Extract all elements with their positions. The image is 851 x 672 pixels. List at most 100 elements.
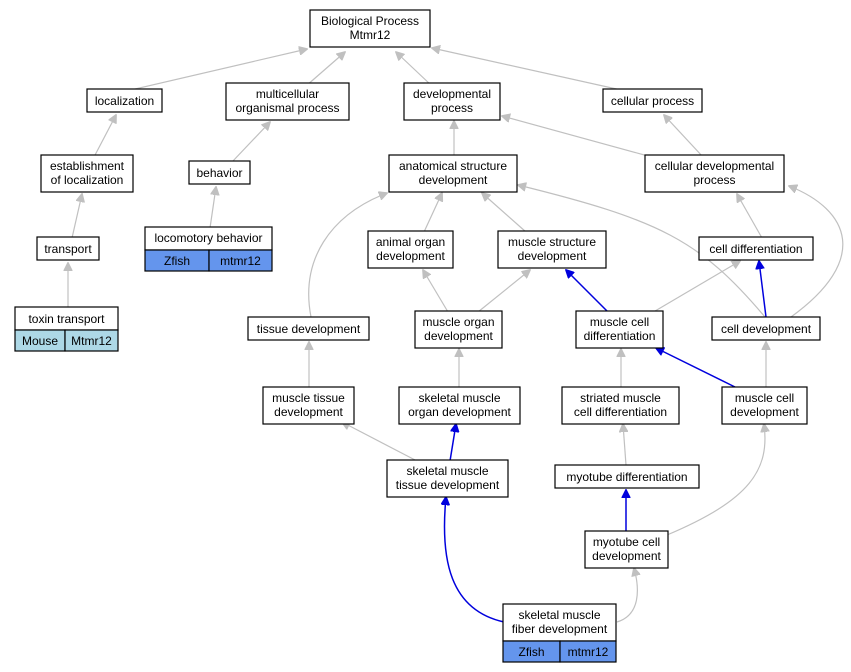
node-cellular-developmental-process[interactable]: cellular developmental process — [644, 154, 785, 193]
node-label-line: skeletal muscle — [518, 608, 600, 622]
node-label-line: localization — [95, 94, 154, 108]
edge-animal-organ-to-anatomical — [423, 193, 442, 233]
edge-locomotory-to-behavior — [209, 187, 216, 229]
edge-myotube-cell-dev-to-muscle-cell-dev — [666, 424, 765, 536]
edge-behavior-to-multicellular — [231, 122, 270, 163]
species-cell: Zfish — [164, 254, 190, 268]
edge-muscle-organ-to-animal-organ — [423, 270, 449, 313]
edge-skeletal-fiber-to-skeletal-tissue — [444, 497, 505, 623]
node-anatomical-structure-development[interactable]: anatomical structure development — [388, 154, 518, 193]
edge-localization-to-bp-root — [121, 49, 307, 93]
node-label-line: striated muscle — [580, 391, 661, 405]
node-label-line: process — [693, 173, 735, 187]
node-developmental-process[interactable]: developmental process — [403, 82, 501, 121]
node-cell-differentiation[interactable]: cell differentiation — [698, 236, 814, 261]
edge-muscle-structure-to-anatomical — [482, 193, 527, 233]
node-label-line: developmental — [413, 87, 491, 101]
node-label-line: cellular process — [611, 94, 694, 108]
node-myotube-cell-development[interactable]: myotube cell development — [584, 530, 669, 569]
node-label-line: cell differentiation — [574, 405, 667, 419]
node-label-line: muscle structure — [508, 235, 596, 249]
node-label-line: skeletal muscle — [418, 391, 500, 405]
node-animal-organ-development[interactable]: animal organ development — [367, 230, 454, 269]
node-label-line: development — [730, 405, 799, 419]
edge-muscle-cell-diff-to-cell-diff — [649, 261, 740, 315]
node-label-line: tissue development — [396, 478, 500, 492]
edge-cellular-dev-to-cellular-process — [664, 115, 704, 158]
node-label-line: cell differentiation — [709, 242, 802, 256]
edge-cell-dev-to-cellular-dev — [789, 186, 844, 318]
node-cell-development[interactable]: cell development — [711, 316, 821, 341]
edge-cell-dev-to-anatomical — [518, 185, 766, 318]
species-cell: Mouse — [22, 334, 58, 348]
node-skeletal-muscle-tissue-development[interactable]: skeletal muscle tissue development — [386, 459, 509, 498]
edge-cellular-process-to-bp-root — [432, 48, 631, 93]
node-cellular-process[interactable]: cellular process — [602, 88, 703, 113]
node-label-line: cellular developmental — [655, 159, 774, 173]
node-label-line: muscle cell — [735, 391, 794, 405]
annotation-row: Mouse Mtmr12 — [14, 329, 119, 352]
gene-cell: Mtmr12 — [71, 334, 112, 348]
edge-skeletal-fiber-to-myotube-cell-dev — [616, 568, 637, 623]
node-muscle-cell-development[interactable]: muscle cell development — [721, 386, 808, 425]
node-label-line: muscle tissue — [272, 391, 345, 405]
node-label-line: cell development — [721, 322, 812, 336]
node-biological-process-root[interactable]: Biological Process Mtmr12 — [309, 9, 431, 48]
node-skeletal-muscle-organ-development[interactable]: skeletal muscle organ development — [398, 386, 521, 425]
node-tissue-development[interactable]: tissue development — [247, 316, 370, 341]
edge-transport-to-establishment — [71, 194, 82, 239]
node-label-line: multicellular — [256, 87, 319, 101]
gene-cell: mtmr12 — [220, 254, 261, 268]
edge-multicellular-to-bp-root — [305, 52, 345, 87]
edge-muscle-organ-to-muscle-structure — [477, 270, 530, 313]
node-skeletal-muscle-fiber-development[interactable]: skeletal muscle fiber development Zfish … — [502, 603, 617, 663]
edge-myotube-diff-to-striated — [623, 424, 626, 466]
node-label-line: establishment — [50, 159, 125, 173]
node-label-line: locomotory behavior — [154, 231, 262, 245]
node-localization[interactable]: localization — [86, 88, 163, 113]
node-label-line: development — [424, 329, 493, 343]
node-label-line: Mtmr12 — [350, 28, 391, 42]
edge-cell-diff-to-cellular-dev — [737, 194, 763, 239]
gene-cell: mtmr12 — [568, 645, 609, 659]
node-label-line: development — [274, 405, 343, 419]
edge-establishment-to-localization — [93, 115, 116, 158]
edge-muscle-cell-diff-to-muscle-structure — [566, 270, 609, 313]
node-label-line: of localization — [51, 173, 124, 187]
edge-cell-dev-to-cell-diff — [759, 261, 767, 318]
node-label-line: animal organ — [376, 235, 445, 249]
node-label-line: development — [419, 173, 488, 187]
node-label-line: organ development — [408, 405, 511, 419]
node-behavior[interactable]: behavior — [188, 160, 251, 185]
node-muscle-cell-differentiation[interactable]: muscle cell differentiation — [575, 310, 664, 349]
node-striated-muscle-cell-differentiation[interactable]: striated muscle cell differentiation — [561, 386, 680, 425]
node-muscle-tissue-development[interactable]: muscle tissue development — [262, 386, 355, 425]
node-myotube-differentiation[interactable]: myotube differentiation — [554, 464, 700, 489]
node-label-line: toxin transport — [28, 312, 105, 326]
node-label-line: organismal process — [235, 101, 339, 115]
node-label-line: muscle cell — [590, 315, 649, 329]
node-label-line: tissue development — [257, 322, 361, 336]
annotation-row: Zfish mtmr12 — [144, 249, 273, 272]
edge-skeletal-tissue-to-muscle-tissue — [342, 422, 418, 462]
nodes: Biological Process Mtmr12 localization m… — [14, 9, 821, 663]
node-label-line: process — [431, 101, 473, 115]
node-establishment-of-localization[interactable]: establishment of localization — [40, 154, 134, 193]
node-muscle-organ-development[interactable]: muscle organ development — [414, 310, 503, 349]
node-label-line: differentiation — [584, 329, 656, 343]
node-label-line: fiber development — [512, 622, 608, 636]
node-label-line: development — [518, 249, 587, 263]
edge-developmental-to-bp-root — [396, 52, 433, 87]
edge-tissue-to-anatomical — [308, 193, 387, 318]
species-cell: Zfish — [518, 645, 544, 659]
edge-muscle-cell-dev-to-muscle-cell-diff — [656, 348, 736, 388]
node-toxin-transport[interactable]: toxin transport Mouse Mtmr12 — [14, 306, 119, 352]
node-muscle-structure-development[interactable]: muscle structure development — [497, 230, 607, 269]
edges — [68, 48, 844, 623]
node-multicellular-organismal-process[interactable]: multicellular organismal process — [225, 82, 350, 121]
node-label-line: myotube cell — [593, 535, 660, 549]
node-locomotory-behavior[interactable]: locomotory behavior Zfish mtmr12 — [144, 226, 273, 272]
edge-cellular-dev-to-developmental — [502, 116, 649, 157]
node-transport[interactable]: transport — [36, 236, 100, 261]
